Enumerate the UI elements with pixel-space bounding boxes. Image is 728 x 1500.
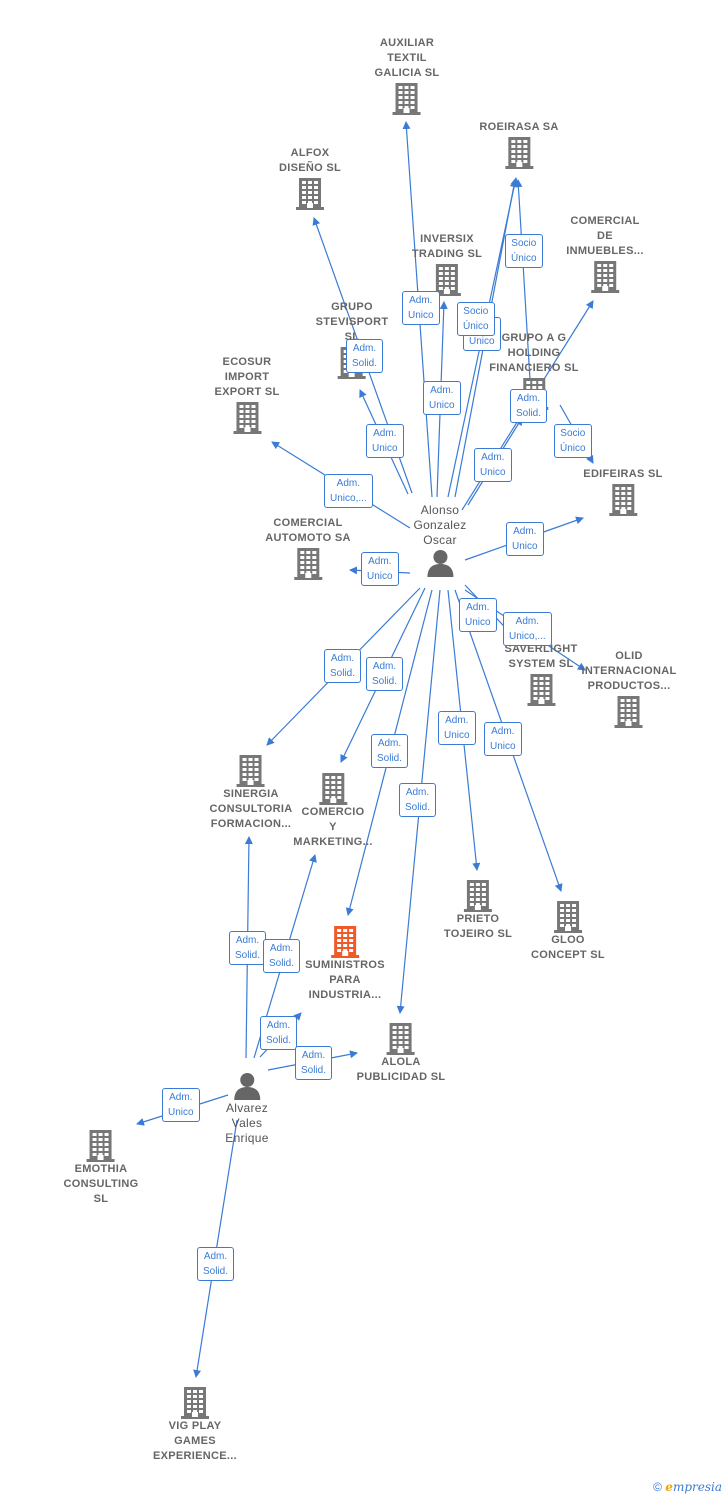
edge-label-badge[interactable]: Adm. Unico <box>459 598 497 632</box>
company-node-prieto[interactable]: PRIETO TOJEIRO SL <box>444 878 512 942</box>
edge-label-badge[interactable]: Adm. Solid. <box>366 657 404 691</box>
node-label: VIG PLAY GAMES EXPERIENCE... <box>153 1420 237 1462</box>
building-icon <box>479 135 558 169</box>
edge-label-badge[interactable]: Socio Único <box>457 302 495 336</box>
building-icon <box>357 1021 446 1055</box>
building-icon <box>582 694 677 728</box>
building-icon <box>214 400 279 434</box>
edge-label-badge[interactable]: Adm. Unico <box>506 522 544 556</box>
edge-label-badge[interactable]: Socio Único <box>505 234 543 268</box>
company-node-emothia[interactable]: EMOTHIA CONSULTING SL <box>64 1128 139 1207</box>
building-icon <box>531 899 605 933</box>
edge-label-badge[interactable]: Adm. Solid. <box>229 931 267 965</box>
company-node-comercial-automoto[interactable]: COMERCIAL AUTOMOTO SA <box>265 516 350 580</box>
node-label: SINERGIA CONSULTORIA FORMACION... <box>209 788 293 830</box>
edge-grupo-ag-to-roeirasa <box>514 179 531 381</box>
company-node-comercio[interactable]: COMERCIO Y MARKETING... <box>293 771 372 850</box>
edge-label-badge[interactable]: Adm. Solid. <box>324 649 362 683</box>
company-node-alola[interactable]: ALOLA PUBLICIDAD SL <box>357 1021 446 1085</box>
brand-logo: empresia <box>665 1480 722 1494</box>
building-icon <box>265 546 350 580</box>
company-node-alfox[interactable]: ALFOX DISEÑO SL <box>279 146 341 210</box>
edge-label-badge[interactable]: Adm. Unico <box>423 381 461 415</box>
edge-label-badge[interactable]: Adm. Unico <box>361 552 399 586</box>
building-icon <box>412 262 482 296</box>
edge-label-badge[interactable]: Adm. Solid. <box>399 783 437 817</box>
person-icon <box>225 1071 268 1101</box>
company-node-suministros[interactable]: SUMINISTROS PARA INDUSTRIA... <box>305 924 385 1003</box>
edge-label-badge[interactable]: Adm. Solid. <box>510 389 548 423</box>
node-label: COMERCIO Y MARKETING... <box>293 806 373 848</box>
edge-label-badge[interactable]: Socio Único <box>554 424 592 458</box>
building-icon <box>153 1385 237 1419</box>
company-node-roeirasa[interactable]: ROEIRASA SA <box>479 120 558 169</box>
edge-label-badge[interactable]: Adm. Solid. <box>260 1016 298 1050</box>
company-node-inversix[interactable]: INVERSIX TRADING SL <box>412 232 482 296</box>
company-node-ecosur[interactable]: ECOSUR IMPORT EXPORT SL <box>214 355 279 434</box>
node-label: COMERCIAL DE INMUEBLES... <box>566 215 644 257</box>
node-label: AUXILIAR TEXTIL GALICIA SL <box>374 37 440 79</box>
copyright-symbol: © <box>653 1480 662 1494</box>
node-label: INVERSIX TRADING SL <box>411 233 483 260</box>
node-label: ALOLA PUBLICIDAD SL <box>356 1056 446 1083</box>
edge-label-badge[interactable]: Adm. Solid. <box>371 734 409 768</box>
company-node-saverlight[interactable]: SAVERLIGHT SYSTEM SL <box>504 642 577 706</box>
edge-label-badge[interactable]: Adm. Unico <box>366 424 404 458</box>
footer-brand: © empresia <box>653 1480 722 1494</box>
company-node-edifeiras[interactable]: EDIFEIRAS SL <box>583 467 662 516</box>
edge-label-badge[interactable]: Adm. Solid. <box>295 1046 333 1080</box>
building-icon <box>444 878 512 912</box>
node-label: ECOSUR IMPORT EXPORT SL <box>214 356 280 398</box>
edge-label-badge[interactable]: Adm. Unico,... <box>324 474 373 508</box>
edge-label-badge[interactable]: Adm. Solid. <box>346 339 384 373</box>
building-icon <box>64 1128 139 1162</box>
company-node-olid[interactable]: OLID INTERNACIONAL PRODUCTOS... <box>582 649 677 728</box>
person-node-alvarez[interactable]: Alvarez Vales Enrique <box>225 1071 268 1146</box>
edge-label-badge[interactable]: Adm. Unico <box>402 291 440 325</box>
node-label: Alonso Gonzalez Oscar <box>413 503 467 547</box>
company-node-auxiliar[interactable]: AUXILIAR TEXTIL GALICIA SL <box>375 36 440 115</box>
node-label: SUMINISTROS PARA INDUSTRIA... <box>305 959 385 1001</box>
building-icon <box>375 81 440 115</box>
edge-label-badge[interactable]: Adm. Unico <box>484 722 522 756</box>
building-icon <box>566 259 644 293</box>
edge-label-badge[interactable]: Adm. Solid. <box>263 939 301 973</box>
node-label: EDIFEIRAS SL <box>583 468 663 480</box>
node-label: OLID INTERNACIONAL PRODUCTOS... <box>581 650 677 692</box>
building-icon <box>583 482 662 516</box>
node-label: COMERCIAL AUTOMOTO SA <box>265 517 351 544</box>
edge-label-badge[interactable]: Adm. Unico,... <box>503 612 552 646</box>
company-node-gloo[interactable]: GLOO CONCEPT SL <box>531 899 605 963</box>
node-label: PRIETO TOJEIRO SL <box>443 913 513 940</box>
building-icon <box>210 753 293 787</box>
building-icon <box>279 176 341 210</box>
node-label: SAVERLIGHT SYSTEM SL <box>504 643 578 670</box>
person-icon <box>413 548 466 578</box>
person-node-alonso[interactable]: Alonso Gonzalez Oscar <box>413 503 466 578</box>
node-label: ROEIRASA SA <box>479 121 559 133</box>
company-node-vig[interactable]: VIG PLAY GAMES EXPERIENCE... <box>153 1385 237 1464</box>
node-label: EMOTHIA CONSULTING SL <box>63 1163 139 1205</box>
edge-label-badge[interactable]: Adm. Unico <box>474 448 512 482</box>
building-icon <box>305 924 385 958</box>
building-icon <box>293 771 372 805</box>
node-label: ALFOX DISEÑO SL <box>279 147 341 174</box>
edge-label-badge[interactable]: Adm. Solid. <box>197 1247 235 1281</box>
node-label: GLOO CONCEPT SL <box>531 934 605 961</box>
company-node-sinergia[interactable]: SINERGIA CONSULTORIA FORMACION... <box>210 753 293 832</box>
company-node-comercial-inmuebles[interactable]: COMERCIAL DE INMUEBLES... <box>566 214 644 293</box>
node-label: Alvarez Vales Enrique <box>225 1101 269 1145</box>
node-label: GRUPO A G HOLDING FINANCIERO SL <box>489 332 579 374</box>
edge-label-badge[interactable]: Adm. Unico <box>438 711 476 745</box>
edge-label-badge[interactable]: Adm. Unico <box>162 1088 200 1122</box>
building-icon <box>504 672 577 706</box>
